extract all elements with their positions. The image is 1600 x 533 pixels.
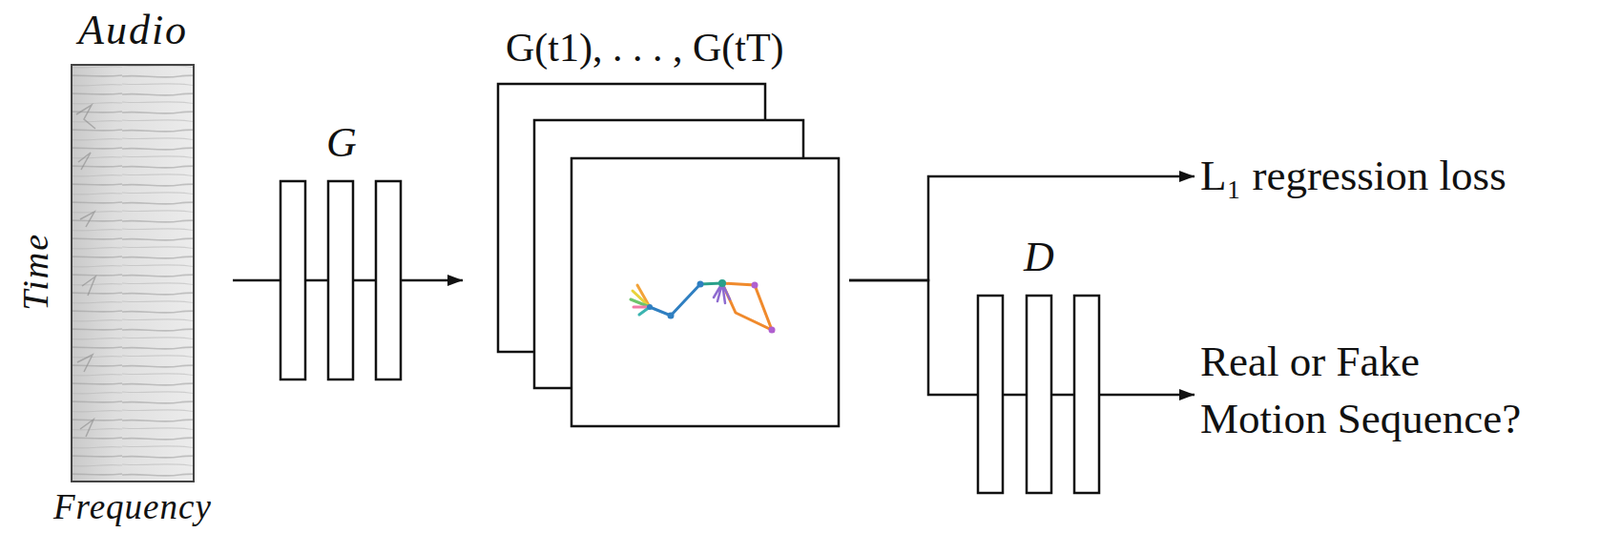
discriminator-layers xyxy=(973,295,1105,494)
flow-arrow xyxy=(232,279,277,283)
joint xyxy=(718,279,727,288)
axis-label: Frequency xyxy=(53,487,212,529)
joint xyxy=(768,327,776,334)
loss-node: L₁ regression loss xyxy=(1194,144,1513,209)
frame-stack-node: G(t1), . . . , G(tT) xyxy=(462,17,850,432)
spectrogram-texture xyxy=(71,64,194,482)
frame-stack xyxy=(498,83,839,427)
network-name: G xyxy=(326,119,357,168)
layer-bar xyxy=(280,181,306,380)
axis-label: Time xyxy=(15,232,58,312)
joint xyxy=(646,304,653,311)
arm xyxy=(649,284,701,316)
spectrogram-marks xyxy=(76,104,96,437)
flow-arrow xyxy=(849,176,1195,281)
verdict-node: Real or Fake Motion Sequence? xyxy=(1194,330,1544,453)
spectrogram xyxy=(71,64,194,482)
joint xyxy=(751,282,759,290)
spectrogram-border xyxy=(71,64,194,482)
layer-link xyxy=(973,394,1105,397)
flow-arrow xyxy=(404,279,463,283)
joint xyxy=(697,281,705,289)
joint xyxy=(667,312,675,320)
network-name: D xyxy=(1023,233,1055,283)
frame xyxy=(571,158,839,427)
layer-bar xyxy=(977,295,1003,494)
pose-skeleton xyxy=(630,279,776,334)
layer-link xyxy=(276,279,405,283)
layer-bar xyxy=(375,181,401,380)
generator-layers xyxy=(276,181,405,380)
flow-arrow xyxy=(849,280,974,395)
input-label: Audio xyxy=(78,6,188,56)
output-label: G(t1), . . . , G(tT) xyxy=(505,24,785,71)
spectrogram-node: AudioTimeFrequency xyxy=(19,7,233,528)
flow-arrow xyxy=(1104,394,1195,397)
layer-bar xyxy=(328,181,354,380)
discriminator-node: D xyxy=(973,228,1105,499)
node-text: L₁ regression loss xyxy=(1200,147,1507,206)
finger xyxy=(630,299,650,308)
arm xyxy=(722,283,772,331)
layer-bar xyxy=(1026,295,1052,494)
spectrogram-ground xyxy=(71,64,194,482)
layer-bar xyxy=(1074,295,1100,494)
generator-node: G xyxy=(276,114,405,384)
node-text: Real or Fake Motion Sequence? xyxy=(1200,333,1538,449)
